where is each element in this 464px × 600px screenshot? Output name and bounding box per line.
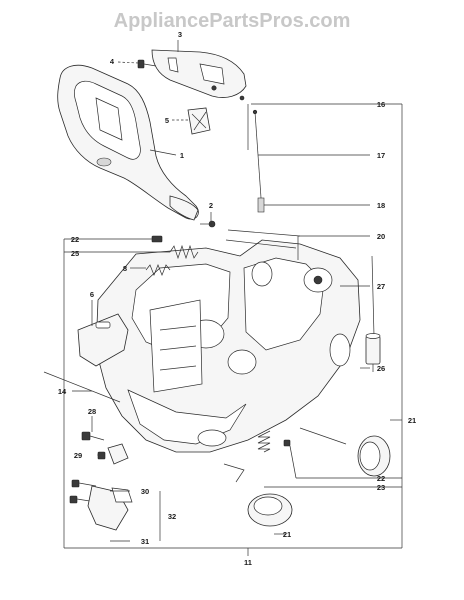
rod-26-27 — [365, 255, 381, 372]
callout-8: 8 — [123, 264, 127, 273]
handle-part — [57, 64, 199, 221]
leader-lines — [72, 40, 402, 542]
spring-25 — [151, 235, 199, 260]
callout-18: 18 — [377, 201, 385, 210]
screws-28-29 — [81, 431, 129, 465]
callout-22-top: 22 — [71, 235, 79, 244]
rod-part — [252, 109, 265, 213]
callout-30: 30 — [141, 487, 149, 496]
callout-6: 6 — [90, 290, 94, 299]
callout-21-bottom: 21 — [283, 530, 291, 539]
callout-25: 25 — [71, 249, 79, 258]
callout-14: 14 — [58, 387, 67, 396]
callout-32: 32 — [168, 512, 176, 521]
callout-21-right: 21 — [408, 416, 416, 425]
callout-23: 23 — [377, 483, 385, 492]
callout-17: 17 — [377, 151, 385, 160]
top-cover-part — [151, 49, 247, 101]
bolt-2 — [200, 220, 216, 228]
fuel-cap-21 — [223, 463, 293, 527]
pin-14 — [43, 371, 121, 403]
callout-26: 26 — [377, 364, 385, 373]
callout-16: 16 — [377, 100, 385, 109]
watermark-text: AppliancePartsPros.com — [114, 10, 351, 32]
oil-cap-21 — [299, 427, 391, 477]
callout-31: 31 — [141, 537, 149, 546]
plate-6 — [77, 313, 129, 367]
callout-1: 1 — [180, 151, 184, 160]
frame-lines — [63, 103, 403, 556]
callout-2: 2 — [209, 201, 213, 210]
callout-numbers: 3 4 5 1 2 16 17 18 20 22 25 8 27 6 26 14… — [58, 30, 416, 567]
callout-5: 5 — [165, 116, 169, 125]
callout-3: 3 — [178, 30, 182, 39]
bracket-30-32 — [69, 479, 133, 531]
crankcase-part — [95, 229, 361, 453]
spring-22-23 — [257, 430, 291, 453]
callout-4: 4 — [110, 57, 115, 66]
callout-29: 29 — [74, 451, 82, 460]
spring-8 — [145, 264, 171, 276]
grille-part-5 — [187, 107, 211, 135]
callout-20: 20 — [377, 232, 385, 241]
screw-4 — [137, 59, 157, 69]
callout-27: 27 — [377, 282, 385, 291]
callout-22-bottom: 22 — [377, 474, 385, 483]
callout-11: 11 — [244, 558, 252, 567]
callout-28: 28 — [88, 407, 96, 416]
